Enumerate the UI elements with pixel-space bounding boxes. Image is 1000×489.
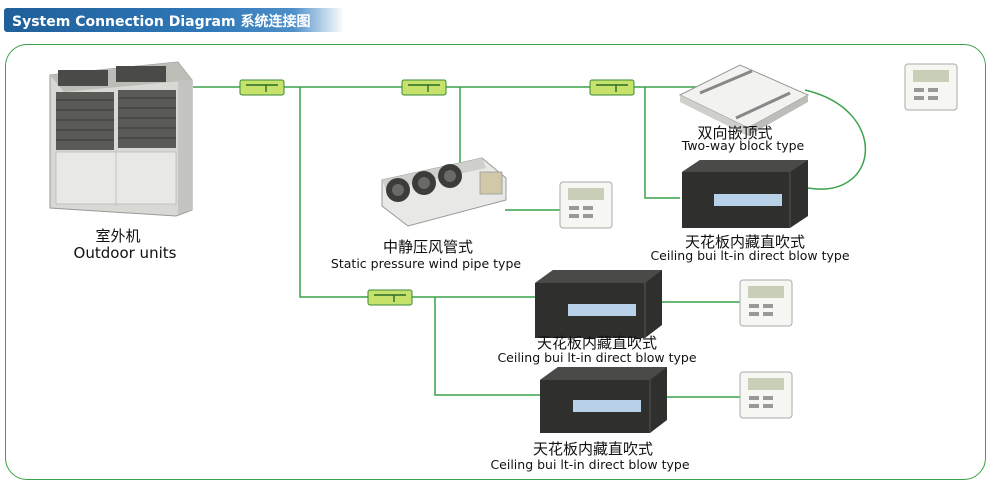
branch-joint [589,79,635,96]
wired-controller-image [559,181,613,229]
branch-pipe-lower [299,87,535,298]
two-way-cassette-unit-image [678,64,810,136]
loop-pipe-twoway [804,89,867,190]
twoway-unit-label-en: Two-way block type [681,138,805,153]
twoway-unit-label-cn: 双向嵌顶式 [697,124,773,142]
outdoor-unit-label-cn: 室外机 [95,227,141,245]
wired-controller-image [904,63,958,111]
branch-joint [239,79,285,96]
ceiling-unit-2-label-cn: 天花板内藏直吹式 [536,334,658,352]
static-pressure-duct-unit-image [381,157,507,227]
branch-pipe-ceiling3 [434,297,540,396]
branch-pipe-ceiling1 [644,87,680,199]
ceiling-unit-2-label-en: Ceiling bui lt-in direct blow type [497,350,697,365]
wired-controller-image [739,279,793,327]
diagram-title-banner: System Connection Diagram 系统连接图 [4,8,344,32]
ceiling-concealed-unit-2-image [535,270,662,338]
diagram-title: System Connection Diagram 系统连接图 [12,14,311,30]
outdoor-unit-label-en: Outdoor units [73,244,177,262]
ceiling-concealed-unit-3-image [540,367,667,433]
ceiling-unit-1-label-cn: 天花板内藏直吹式 [684,233,806,251]
outdoor-unit-image [49,61,193,217]
ceiling-unit-1-label-en: Ceiling bui lt-in direct blow type [650,248,850,263]
ceiling-unit-3-label-cn: 天花板内藏直吹式 [532,440,654,458]
static-unit-label-en: Static pressure wind pipe type [330,256,522,271]
branch-joint [401,79,447,96]
branch-joint [367,289,413,306]
wired-controller-image [739,371,793,419]
system-frame [5,44,986,480]
ceiling-concealed-unit-1-image [682,160,808,228]
ceiling-unit-3-label-en: Ceiling bui lt-in direct blow type [490,457,690,472]
static-unit-label-cn: 中静压风管式 [382,238,474,256]
